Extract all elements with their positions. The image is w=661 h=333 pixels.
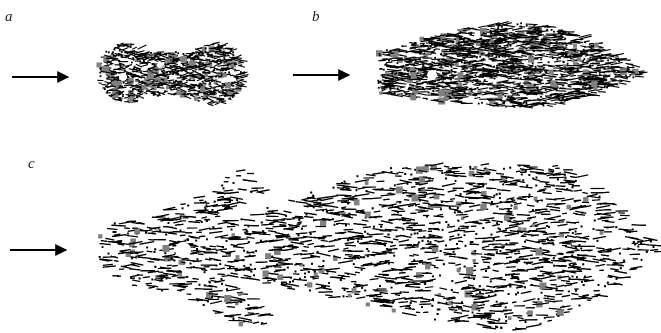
panel-b-label: b [312, 9, 320, 25]
panel-a-label: a [5, 9, 13, 25]
panel-c-particle-cloud [98, 163, 661, 330]
panel-b: b [293, 9, 647, 108]
panel-c: c [10, 156, 661, 330]
panel-c-label: c [28, 156, 35, 172]
panel-a-particle-cloud [97, 42, 249, 105]
panel-b-particle-cloud [376, 22, 647, 108]
panel-a: a [5, 9, 248, 105]
